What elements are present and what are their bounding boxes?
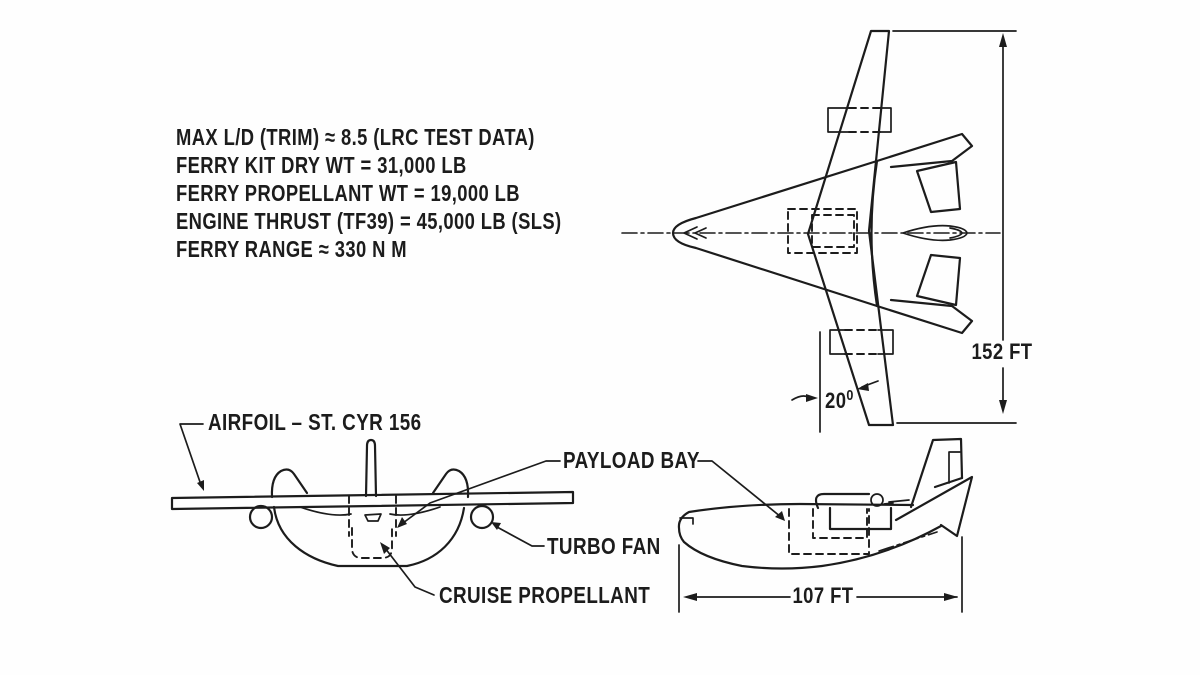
payload-bay-dashed-front bbox=[348, 495, 397, 537]
rudder-inset bbox=[948, 451, 961, 484]
wing-body-fairing-right bbox=[389, 506, 441, 516]
vertical-fin-side bbox=[909, 437, 964, 509]
turbo-fan-arrow bbox=[491, 522, 501, 530]
payload-bay-leader-left bbox=[402, 460, 561, 524]
turbofan-left bbox=[248, 504, 274, 530]
spec-dry-weight: FERRY KIT DRY WT = 31,000 LB bbox=[176, 153, 467, 178]
tip-fin-side bbox=[894, 475, 974, 538]
body-side bbox=[677, 502, 943, 570]
wing-body-fairing-left bbox=[299, 506, 352, 516]
airfoil-leader bbox=[179, 423, 204, 483]
front-view bbox=[170, 438, 575, 568]
aft-deck bbox=[883, 499, 910, 505]
payload-bay-dashed-inner bbox=[811, 214, 855, 248]
aft-reference-line bbox=[878, 531, 938, 552]
sweep-arrow-right bbox=[857, 383, 869, 391]
cruise-propellant-leader bbox=[384, 547, 435, 596]
dim-arrow-down bbox=[999, 400, 1007, 414]
tip-fin-left bbox=[270, 468, 309, 499]
dim-arrow-left bbox=[683, 593, 697, 601]
engine-pod-side bbox=[828, 506, 893, 531]
engine-pod-lower bbox=[829, 329, 894, 355]
callouts: AIRFOIL – ST. CYR 156 PAYLOAD BAY TURBO … bbox=[179, 410, 785, 608]
top-view bbox=[621, 29, 1001, 427]
sweep-arrow-line-left bbox=[791, 395, 809, 401]
inner-fin-lower bbox=[915, 253, 962, 307]
tip-fin-lower bbox=[875, 298, 974, 335]
turbo-fan-leader bbox=[496, 526, 545, 547]
spec-engine-thrust: ENGINE THRUST (TF39) = 45,000 LB (SLS) bbox=[176, 209, 562, 234]
tip-fin-upper bbox=[875, 132, 974, 169]
wing-tip-curl bbox=[870, 493, 884, 507]
wing-side bbox=[814, 492, 871, 510]
tip-fin-right bbox=[431, 468, 470, 499]
payload-bay-dashed-side-outer bbox=[788, 508, 870, 555]
bay-door-detail bbox=[364, 513, 382, 522]
nose-detail bbox=[683, 226, 707, 240]
center-fin-section bbox=[902, 224, 968, 242]
dim-arrow-right bbox=[944, 593, 958, 601]
cruise-propellant-arrow bbox=[380, 542, 390, 554]
side-view bbox=[677, 437, 974, 570]
payload-bay-label: PAYLOAD BAY bbox=[563, 448, 700, 473]
cruise-propellant-label: CRUISE PROPELLANT bbox=[439, 583, 650, 608]
sweep-arrow-left bbox=[806, 394, 818, 402]
wing-outline bbox=[806, 29, 895, 427]
cruise-propellant-dashed bbox=[351, 527, 393, 559]
payload-bay-dashed-side-inner bbox=[812, 508, 868, 539]
turbofan-right bbox=[469, 504, 495, 530]
nose-window bbox=[679, 517, 694, 525]
length-dimension: 107 FT bbox=[678, 536, 963, 613]
payload-bay-arrow-front bbox=[397, 517, 407, 528]
dim-arrow-up bbox=[999, 33, 1007, 47]
body-outline bbox=[671, 159, 879, 308]
spec-max-ld: MAX L/D (TRIM) ≈ 8.5 (LRC TEST DATA) bbox=[176, 125, 535, 150]
turbo-fan-label: TURBO FAN bbox=[547, 534, 661, 559]
spec-propellant-weight: FERRY PROPELLANT WT = 19,000 LB bbox=[176, 181, 520, 206]
span-dimension-label: 152 FT bbox=[971, 341, 1032, 365]
engine-pod-upper bbox=[827, 107, 892, 133]
length-dimension-label: 107 FT bbox=[792, 585, 853, 609]
inner-fin-upper bbox=[915, 160, 962, 214]
payload-bay-arrow-side bbox=[775, 511, 785, 521]
sweep-angle-annotation: 200 bbox=[791, 331, 879, 433]
spec-block: MAX L/D (TRIM) ≈ 8.5 (LRC TEST DATA) FER… bbox=[176, 125, 562, 262]
spec-ferry-range: FERRY RANGE ≈ 330 N M bbox=[176, 237, 407, 262]
payload-bay-leader-right bbox=[697, 460, 782, 518]
wing-front bbox=[170, 490, 575, 511]
sweep-angle-label: 200 bbox=[825, 386, 854, 413]
body-front bbox=[272, 505, 466, 568]
center-fin-front bbox=[364, 438, 378, 498]
payload-bay-dashed-outer bbox=[787, 208, 858, 254]
airfoil-arrow bbox=[197, 480, 204, 491]
span-dimension: 152 FT bbox=[892, 30, 1032, 424]
airfoil-label: AIRFOIL – ST. CYR 156 bbox=[208, 410, 422, 435]
